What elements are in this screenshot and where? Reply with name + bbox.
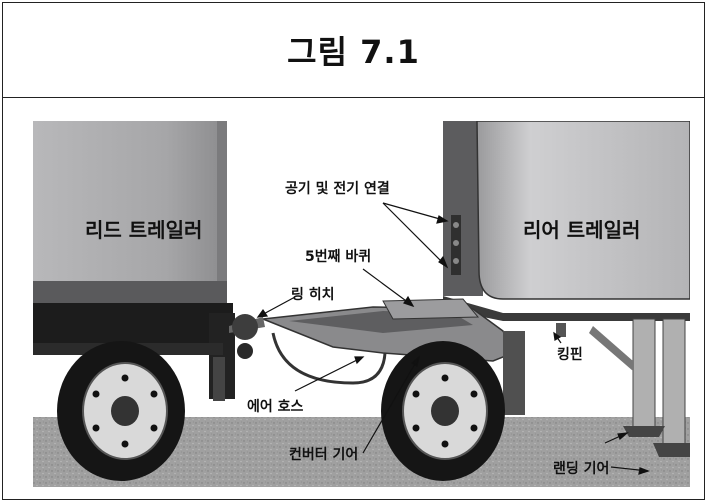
lead-trailer	[33, 121, 235, 401]
label-landing-gear: 랜딩 기어	[553, 460, 609, 477]
title-bar: 그림 7.1	[3, 3, 704, 98]
trailer-illustration: 리드 트레일러 리어 트레일러 공기 및 전기 연결 5번째 바퀴 링 히치 킹…	[33, 121, 690, 487]
label-lead-trailer: 리드 트레일러	[85, 218, 202, 242]
label-air-electric: 공기 및 전기 연결	[285, 180, 390, 197]
label-rear-trailer: 리어 트레일러	[523, 218, 640, 242]
label-fifth-wheel: 5번째 바퀴	[305, 248, 371, 265]
rear-trailer	[443, 121, 690, 321]
lead-wheel	[57, 341, 185, 481]
dolly-wheel	[381, 341, 505, 481]
figure-frame: 그림 7.1	[2, 2, 705, 500]
label-converter-gear: 컨버터 기어	[289, 446, 358, 463]
figure-title: 그림 7.1	[287, 33, 420, 71]
label-king-pin: 킹핀	[557, 346, 583, 363]
leader-lines	[256, 202, 650, 475]
landing-gear	[589, 318, 690, 457]
label-air-hose: 에어 호스	[247, 398, 304, 415]
label-ring-hitch: 링 히치	[291, 286, 335, 303]
